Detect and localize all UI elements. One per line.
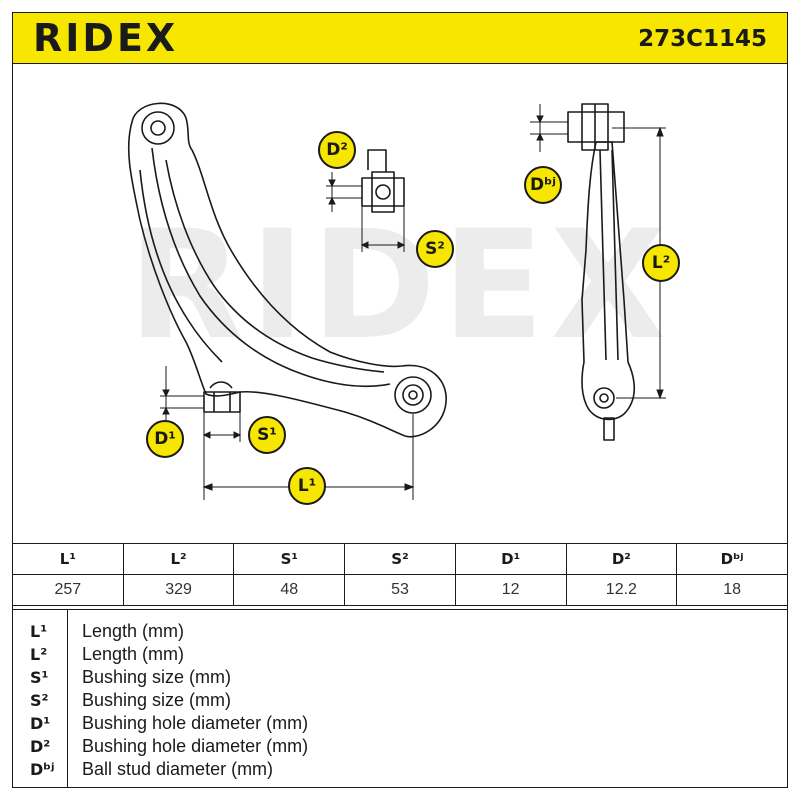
callout-d2: D² — [318, 131, 356, 169]
legend-item: S¹ Bushing size (mm) — [12, 666, 788, 689]
arm-rib-edge — [139, 169, 223, 363]
legend-desc: Length (mm) — [82, 644, 185, 664]
spec-value: 53 — [344, 574, 456, 606]
legend-desc: Ball stud diameter (mm) — [82, 759, 274, 779]
ball-joint-outer — [394, 376, 432, 414]
top-bushing-inner — [150, 120, 166, 136]
drawing-frame — [12, 64, 788, 788]
rear-bushing — [203, 391, 241, 413]
legend-code: Dᵇʲ — [30, 760, 55, 779]
part-number: 273C1145 — [638, 26, 767, 52]
side-ball-joint — [593, 387, 615, 409]
legend-code: S¹ — [30, 668, 49, 687]
legend-item: Dᵇʲ Ball stud diameter (mm) — [12, 758, 788, 781]
legend-desc: Bushing hole diameter (mm) — [82, 736, 309, 756]
legend-divider — [67, 610, 68, 788]
arm-rib-inner — [165, 159, 385, 373]
side-top-bushing — [567, 111, 625, 143]
spec-header: D² — [565, 543, 678, 575]
spec-value: 12 — [454, 574, 567, 606]
spec-header: L² — [122, 543, 235, 575]
legend-item: S² Bushing size (mm) — [12, 689, 788, 712]
legend-code: S² — [30, 691, 49, 710]
legend-desc: Length (mm) — [82, 621, 185, 641]
callout-dbj: Dᵇʲ — [524, 166, 562, 204]
callout-s2: S² — [416, 230, 454, 268]
legend-desc: Bushing hole diameter (mm) — [82, 713, 309, 733]
spec-header: S² — [344, 543, 456, 575]
legend-code: L¹ — [30, 622, 48, 641]
ridex-logo: RIDEX — [33, 16, 179, 60]
spec-header: D¹ — [454, 543, 567, 575]
side-ball-stud — [603, 417, 615, 441]
top-bushing-outer — [141, 111, 175, 145]
callout-s1: S¹ — [248, 416, 286, 454]
spec-value: 12.2 — [565, 574, 678, 606]
spec-value: 329 — [122, 574, 235, 606]
callout-l2: L² — [642, 244, 680, 282]
arm-rib-outer — [151, 147, 391, 388]
legend-code: L² — [30, 645, 48, 664]
legend-item: L¹ Length (mm) — [12, 620, 788, 643]
legend-desc: Bushing size (mm) — [82, 667, 232, 687]
callout-l1: L¹ — [288, 467, 326, 505]
spec-value: 48 — [233, 574, 346, 606]
spec-header-row: L¹ L² S¹ S² D¹ D² Dᵇʲ — [12, 543, 788, 575]
legend: L¹ Length (mm) L² Length (mm) S¹ Bushing… — [12, 609, 788, 788]
spec-table: L¹ L² S¹ S² D¹ D² Dᵇʲ 257 329 48 53 12 1… — [12, 543, 788, 606]
d2-bushing-detail — [361, 177, 405, 207]
spec-value-row: 257 329 48 53 12 12.2 18 — [12, 574, 788, 606]
spec-header: L¹ — [12, 543, 124, 575]
spec-value: 257 — [12, 574, 124, 606]
side-view-arm — [581, 141, 636, 421]
legend-item: D² Bushing hole diameter (mm) — [12, 735, 788, 758]
spec-value: 18 — [676, 574, 788, 606]
spec-header: S¹ — [233, 543, 346, 575]
legend-desc: Bushing size (mm) — [82, 690, 232, 710]
watermark-logo: RIDEX — [128, 199, 672, 373]
legend-code: D² — [30, 737, 51, 756]
legend-code: D¹ — [30, 714, 51, 733]
legend-item: D¹ Bushing hole diameter (mm) — [12, 712, 788, 735]
technical-drawing — [127, 102, 666, 500]
spec-header: Dᵇʲ — [676, 543, 788, 575]
header-bar: RIDEX 273C1145 — [12, 12, 788, 64]
control-arm-outline — [127, 102, 447, 438]
callout-d1: D¹ — [146, 420, 184, 458]
legend-item: L² Length (mm) — [12, 643, 788, 666]
ball-joint-mid — [402, 384, 424, 406]
ball-joint-inner — [408, 390, 418, 400]
